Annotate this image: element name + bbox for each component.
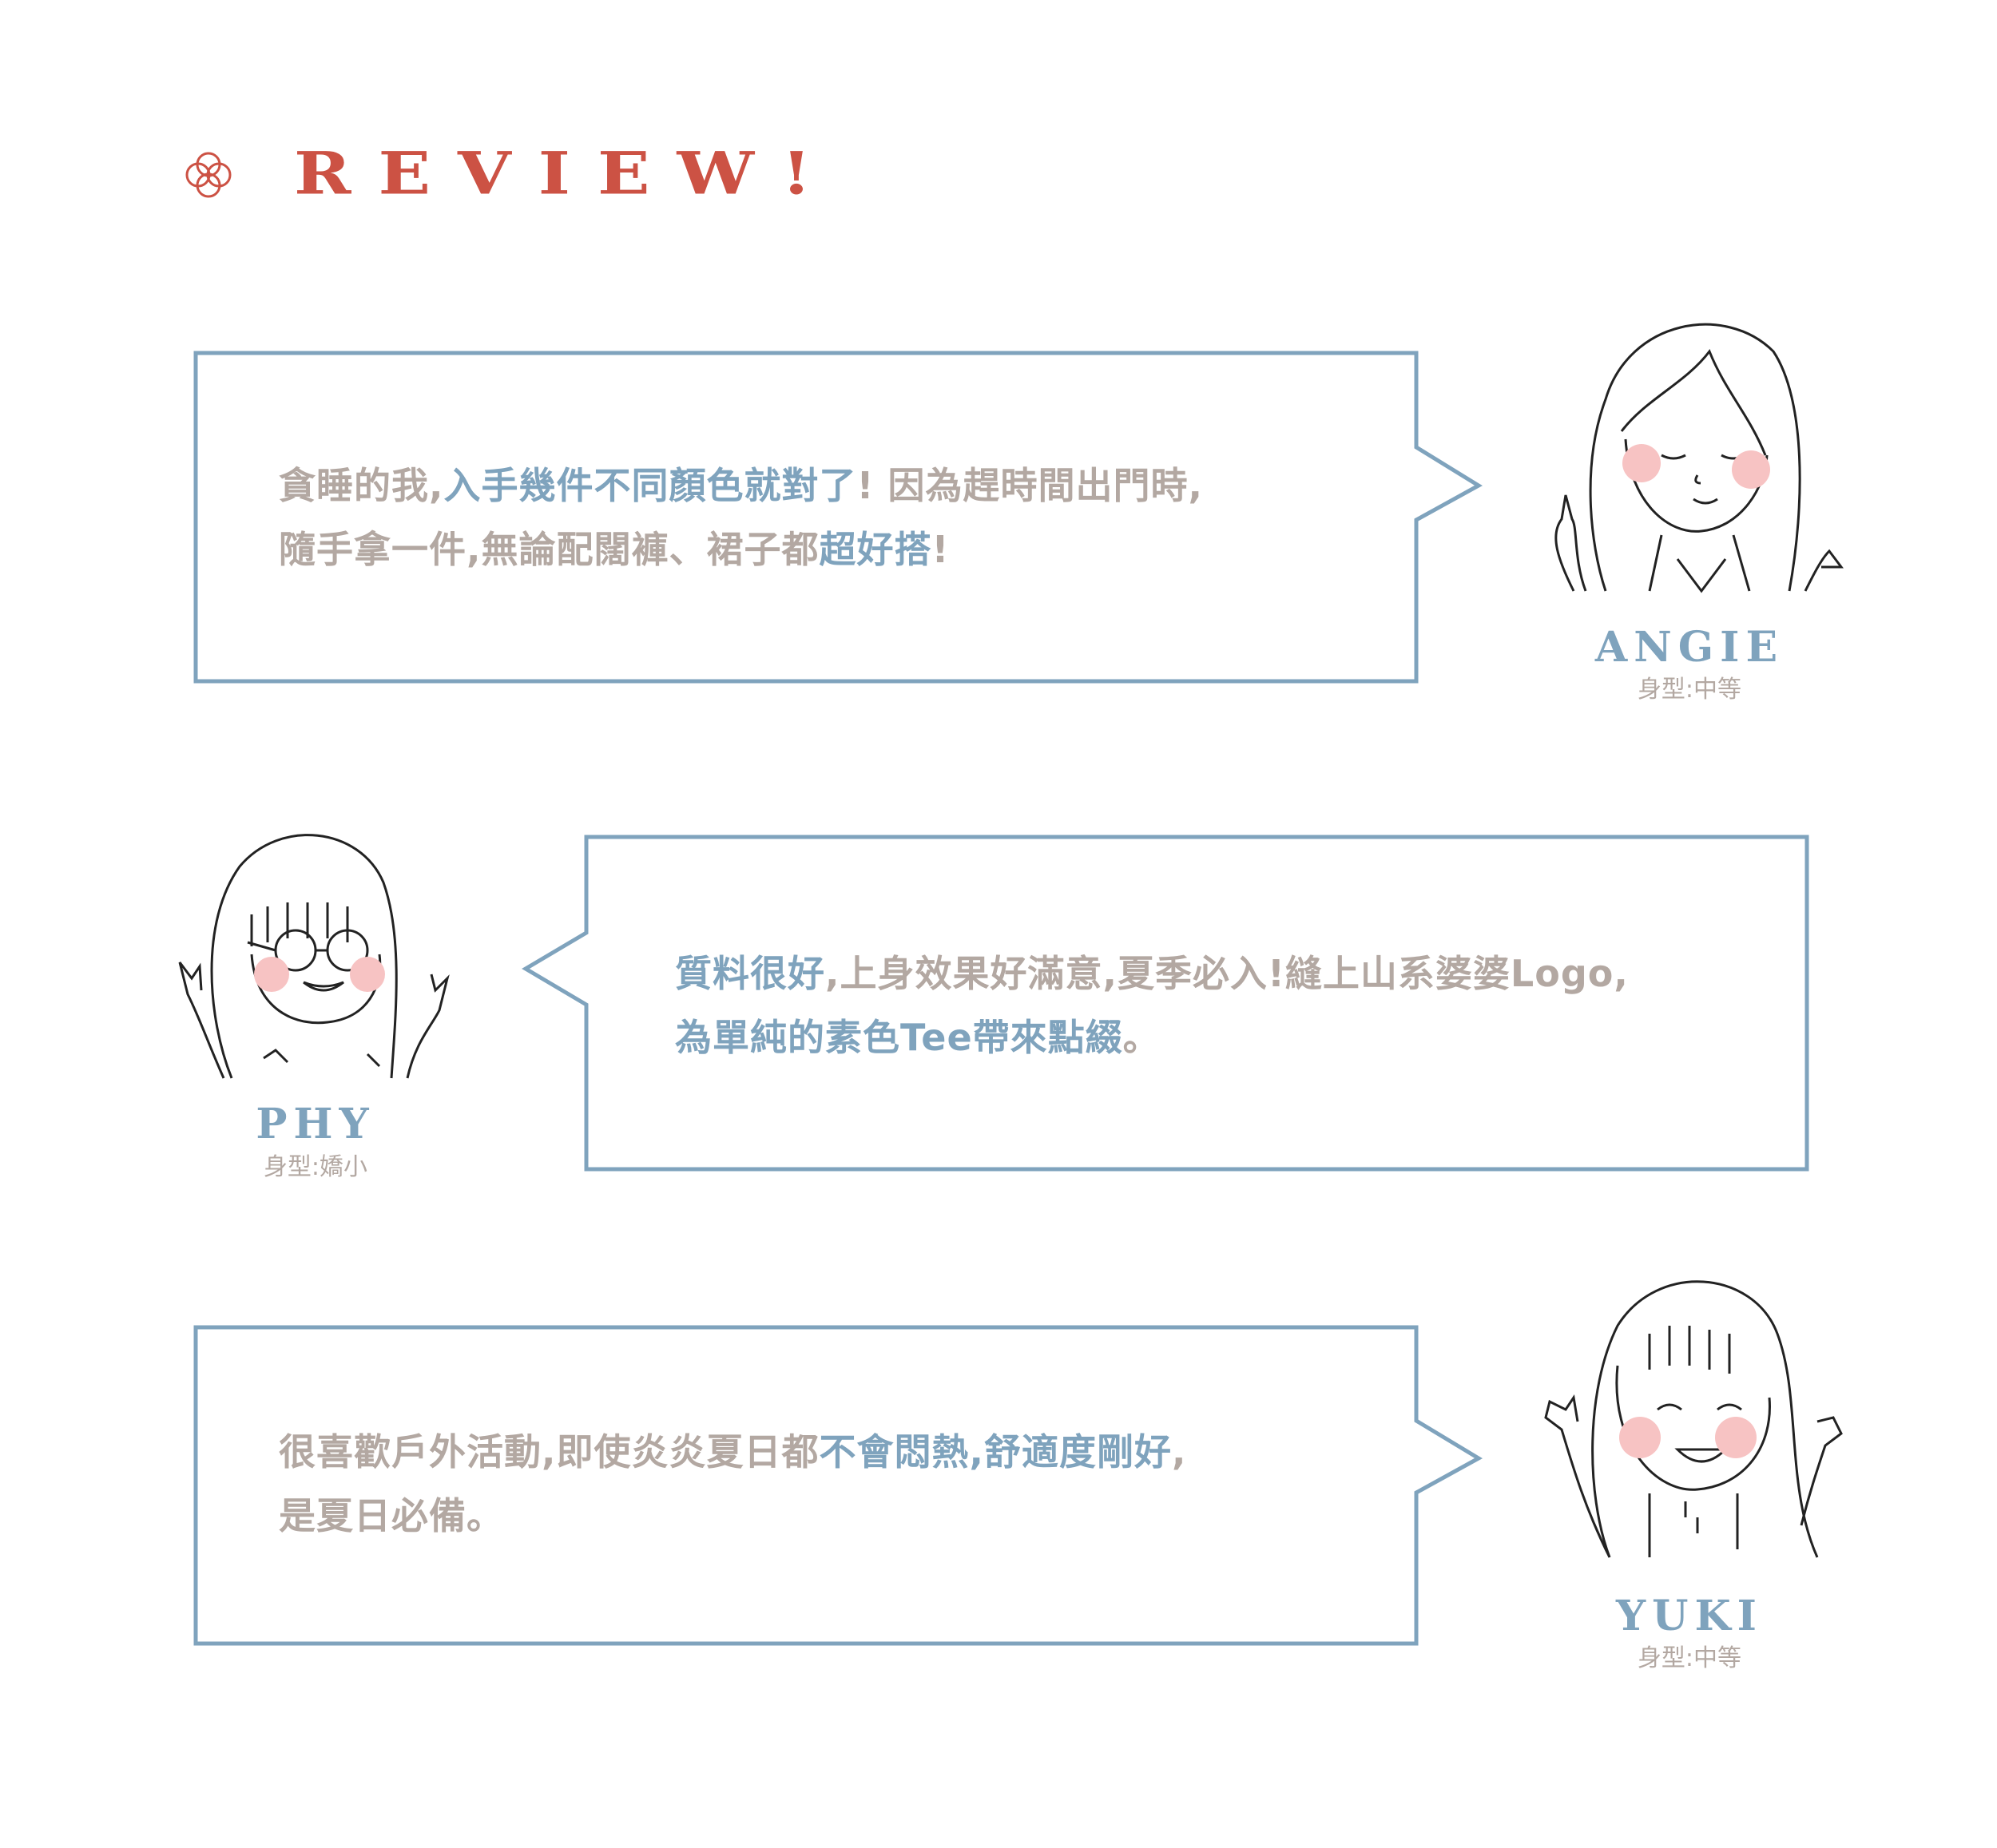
knot-icon (185, 152, 232, 198)
avatar-phy (178, 834, 450, 1079)
review-line: 貪睡的我,入手幾件不同顏色就對了! 因為趕時間出門時, (279, 464, 1203, 507)
avatar-yuki (1544, 1280, 1843, 1558)
cheek (254, 957, 289, 992)
avatar-angie (1554, 323, 1844, 593)
review-line: 質料很好,上身效果好滿意,夏季必入!縫上山系婆婆Logo, (675, 952, 1629, 995)
reviewer-body-type-angie: 身型:中等 (1637, 676, 1742, 704)
review-line: 是夏日必備。 (279, 1494, 504, 1537)
reviewer-name-angie: ANGIE (1594, 623, 1785, 672)
reviewer-name-yuki: YUKI (1616, 1592, 1763, 1640)
cheek (1619, 1417, 1661, 1458)
speech-bubble-angie (193, 351, 1483, 684)
review-line: 很喜歡戶外活動,即使炎炎夏日都不會悶熱,舒適度剛好, (279, 1430, 1187, 1473)
cheek (1622, 444, 1661, 482)
reviewer-body-type-yuki: 身型:中等 (1637, 1644, 1742, 1672)
speech-bubble-phy (522, 835, 1809, 1172)
page-title: REVIEW! (294, 139, 839, 208)
cheek (350, 957, 385, 992)
cheek (1715, 1417, 1757, 1458)
cheek (1732, 450, 1770, 489)
review-line: 為單純的素色Tee帶來點綴。 (675, 1016, 1161, 1059)
reviewer-name-phy: PHY (256, 1100, 375, 1148)
review-line: 隨手拿一件,無論配闊褲、裙子都超好搭! (279, 528, 950, 571)
speech-bubble-yuki (193, 1325, 1483, 1646)
reviewer-body-type-phy: 身型:嬌小 (263, 1153, 368, 1181)
